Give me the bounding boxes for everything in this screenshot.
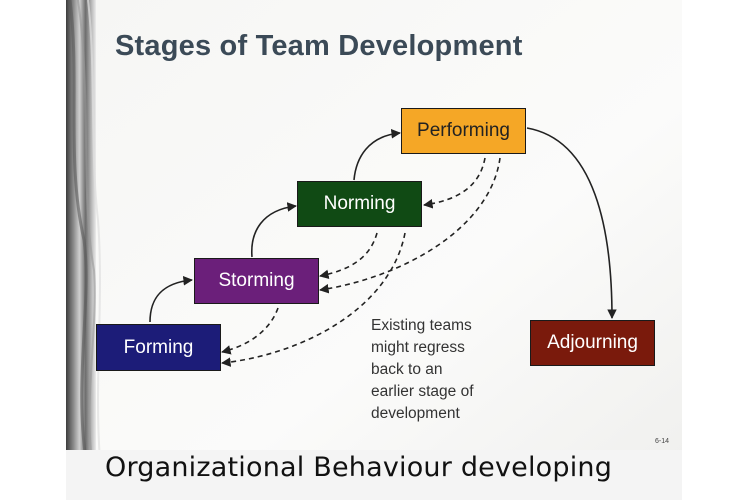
note-line: Existing teams [371, 317, 472, 334]
slide-number: 6-14 [655, 438, 670, 445]
arrow-performing-to-adjourning [526, 127, 617, 319]
stage-forming-label: Forming [123, 336, 194, 358]
stage-performing: Performing [401, 108, 526, 154]
stage-storming: Storming [194, 258, 319, 304]
stage-performing-label: Performing [417, 120, 510, 141]
stage-adjourning-label: Adjourning [547, 332, 638, 353]
stage-adjourning: Adjourning [530, 320, 655, 366]
caption-bar [66, 450, 682, 500]
stage-norming-label: Norming [323, 193, 396, 214]
stage-norming: Norming [297, 181, 422, 227]
note-line: earlier stage of [371, 383, 474, 400]
note-line: development [371, 405, 460, 422]
note-line: might regress [371, 339, 465, 356]
stage-storming-label: Storming [218, 270, 295, 291]
caption-text: Organizational Behaviour developing [105, 452, 613, 483]
page-title: Stages of Team Development [115, 30, 523, 62]
arrow-forming-to-storming [149, 276, 193, 323]
arrow-norming-to-performing [353, 129, 401, 181]
note-line: back to an [371, 361, 443, 378]
arrow-storming-to-norming [251, 202, 297, 258]
regression-note: Existing teams might regress back to an … [371, 315, 521, 425]
stage-forming: Forming [96, 324, 221, 371]
regression-arrows [221, 157, 501, 367]
